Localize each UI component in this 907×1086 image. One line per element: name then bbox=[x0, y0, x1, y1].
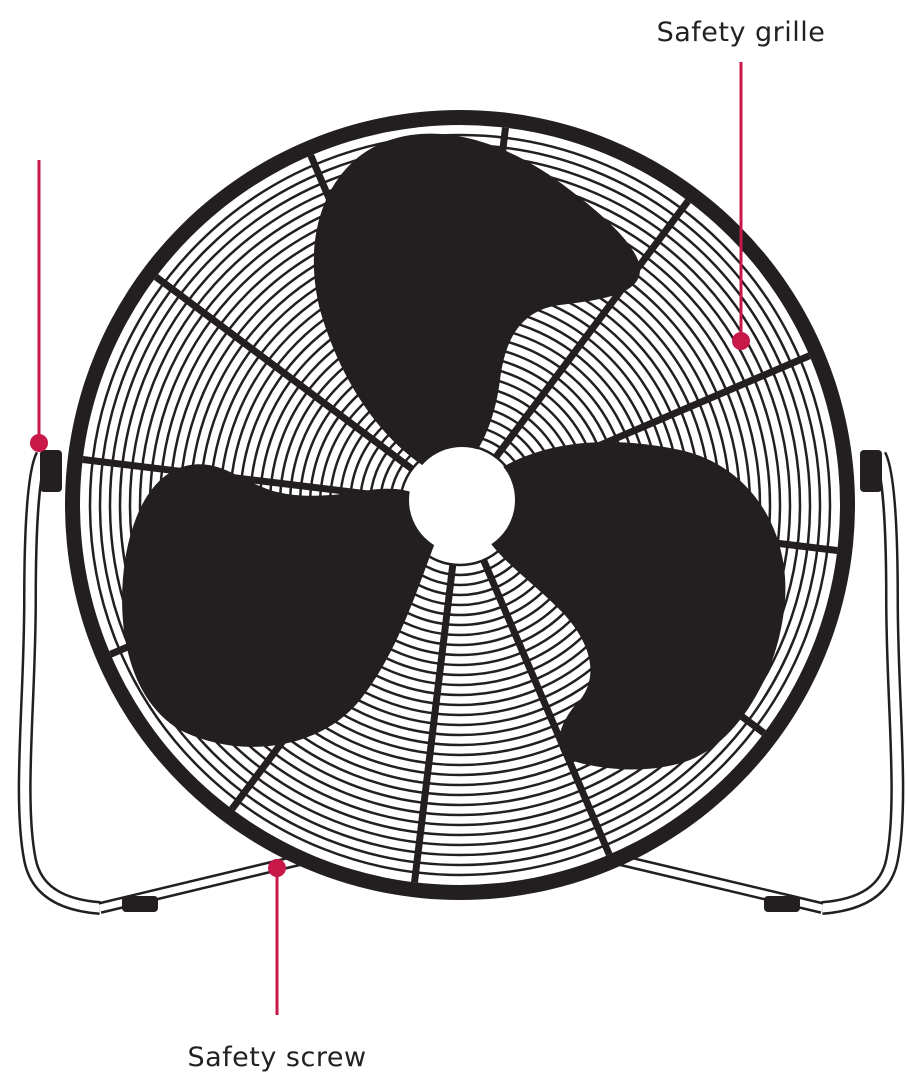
left-pivot bbox=[40, 450, 62, 492]
left-foot bbox=[122, 896, 158, 912]
label-safety-grille: Safety grille bbox=[657, 17, 826, 48]
grille-ring bbox=[88, 133, 832, 877]
callout-dot-screw bbox=[268, 859, 286, 877]
callout-dot-left bbox=[30, 434, 48, 452]
right-pivot bbox=[860, 450, 882, 492]
fan-blade-top bbox=[313, 133, 640, 470]
grille-spoke bbox=[480, 558, 613, 856]
right-foot bbox=[764, 896, 800, 912]
callout-dot-grille bbox=[732, 332, 750, 350]
grille-spoke bbox=[153, 274, 415, 472]
fan-hub bbox=[409, 447, 515, 553]
fan-blade-right bbox=[485, 442, 786, 770]
label-safety-screw: Safety screw bbox=[187, 1042, 366, 1073]
fan-blade-left bbox=[122, 464, 440, 747]
fan-blades bbox=[122, 133, 786, 770]
grille-spoke bbox=[411, 564, 457, 883]
grille-spoke bbox=[493, 198, 691, 460]
